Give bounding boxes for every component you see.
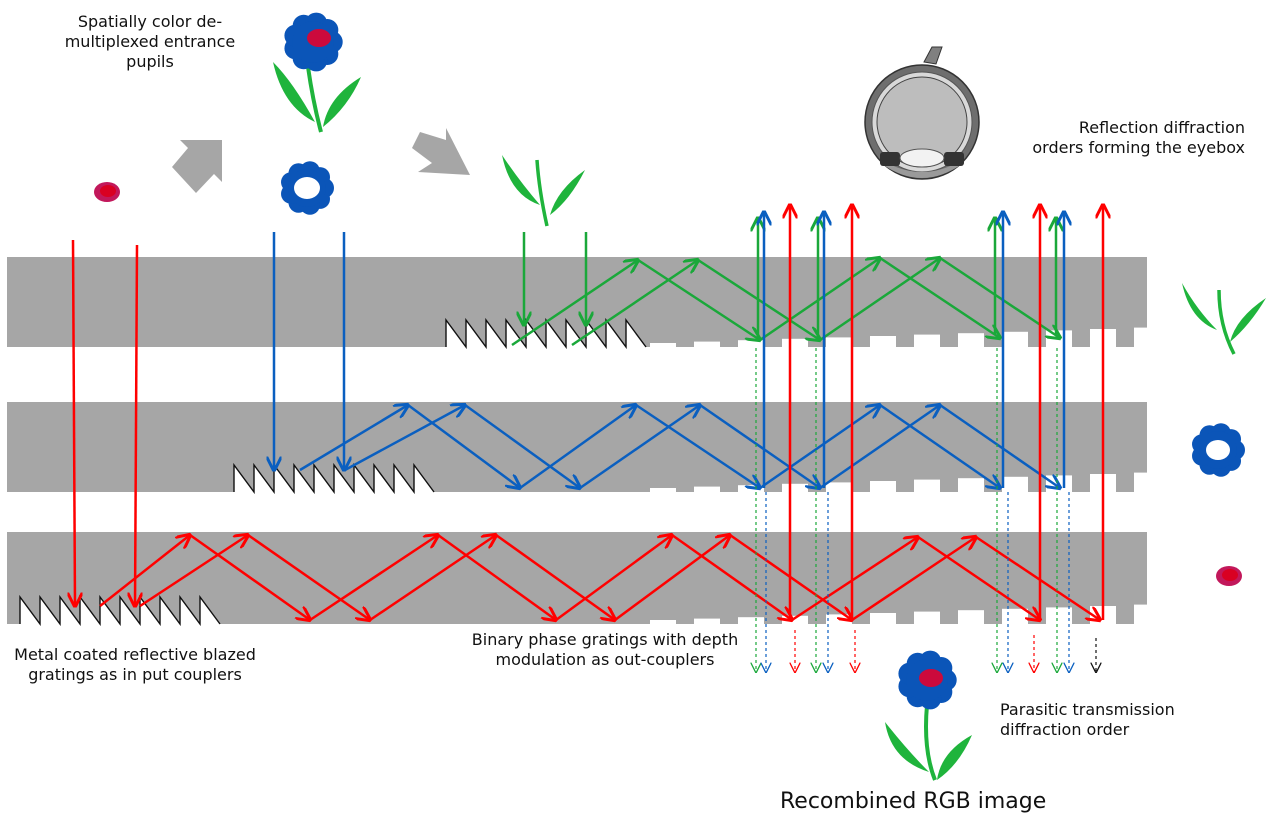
eyebox-label: Reflection diffraction orders forming th… — [1032, 118, 1245, 157]
grating-tooth — [694, 341, 720, 349]
guided-ray — [139, 535, 248, 608]
flower-rgb-icon — [885, 650, 972, 781]
leaves-green-icon — [1182, 283, 1266, 355]
gray-arrow-icon — [412, 128, 470, 175]
parasitic-label: Parasitic transmission diffraction order — [1000, 700, 1175, 739]
guided-ray — [189, 533, 310, 620]
guided-ray — [369, 535, 496, 622]
incident-ray-red — [73, 239, 75, 606]
guided-ray — [699, 403, 820, 488]
blazed-grating — [19, 594, 221, 627]
grating-tooth — [914, 479, 940, 494]
grating-tooth — [1134, 472, 1160, 494]
grating-tooth — [694, 618, 720, 626]
guided-ray — [571, 260, 698, 347]
flower-rgb-icon — [273, 12, 361, 133]
recombined-label: Recombined RGB image — [780, 789, 1047, 814]
grating-tooth — [826, 482, 852, 494]
grating-tooth — [826, 337, 852, 349]
guided-ray — [759, 405, 880, 490]
incident-ray-red — [135, 244, 137, 606]
grating-tooth — [694, 486, 720, 494]
guided-ray — [614, 535, 730, 622]
light-rays — [73, 205, 1103, 672]
flower-blue-petals-icon — [1192, 423, 1245, 477]
guided-ray — [635, 403, 760, 488]
guided-ray — [555, 535, 672, 622]
guided-ray — [879, 256, 1000, 338]
guided-ray — [975, 535, 1100, 620]
grating-base — [444, 347, 650, 353]
guided-ray — [511, 260, 638, 347]
grating-tooth — [1002, 331, 1028, 349]
grating-tooth — [958, 333, 984, 349]
flower-red-center-icon — [1216, 566, 1242, 586]
grating-tooth — [1046, 330, 1072, 349]
grating-tooth — [650, 488, 676, 494]
flower-red-center-icon — [94, 182, 120, 202]
guided-ray — [464, 403, 580, 488]
entrance-pupils-label: Spatially color de- multiplexed entrance… — [64, 12, 236, 71]
grating-tooth — [958, 610, 984, 626]
grating-tooth — [782, 338, 808, 349]
guided-ray — [671, 533, 792, 620]
grating-tooth — [1002, 608, 1028, 626]
blazed-grating — [233, 462, 435, 495]
grating-tooth — [650, 343, 676, 349]
out-couplers-label: Binary phase gratings with depth modulat… — [471, 630, 739, 669]
guided-ray — [299, 405, 408, 472]
guided-ray — [791, 537, 918, 622]
grating-tooth — [650, 620, 676, 626]
leaves-green-icon — [502, 155, 585, 227]
guided-ray — [819, 405, 940, 490]
guided-ray — [519, 405, 636, 490]
guided-ray — [917, 535, 1040, 620]
guided-ray — [247, 533, 370, 620]
guided-ray — [437, 533, 556, 620]
grating-tooth — [914, 611, 940, 626]
grating-tooth — [914, 334, 940, 349]
blazed-grating — [445, 317, 647, 350]
eye-icon — [864, 46, 980, 180]
grating-base — [232, 492, 438, 498]
grating-tooth — [738, 340, 764, 349]
guided-ray — [495, 533, 615, 620]
grating-tooth — [870, 613, 896, 626]
guided-ray — [579, 405, 700, 490]
grating-tooth — [1046, 607, 1072, 626]
red-waveguide — [7, 532, 1147, 624]
grating-base — [18, 624, 224, 630]
grating-tooth — [1134, 604, 1160, 626]
blazed-input-gratings — [18, 317, 650, 630]
guided-ray — [759, 258, 880, 342]
guided-ray — [99, 535, 190, 607]
guided-ray — [851, 537, 976, 622]
guided-ray — [637, 258, 760, 340]
input-couplers-label: Metal coated reflective blazed gratings … — [14, 645, 256, 684]
grating-tooth — [870, 481, 896, 494]
grating-tooth — [958, 478, 984, 494]
grating-tooth — [1046, 475, 1072, 494]
grating-tooth — [1134, 327, 1160, 349]
guided-ray — [344, 405, 465, 472]
grating-tooth — [870, 336, 896, 349]
guided-ray — [407, 403, 520, 488]
guided-ray — [309, 535, 438, 622]
flower-blue-petals-icon — [281, 161, 334, 215]
guided-ray — [879, 403, 1000, 488]
grating-tooth — [738, 617, 764, 626]
grating-tooth — [1002, 476, 1028, 494]
guided-ray — [819, 258, 940, 342]
gray-arrow-icon — [172, 140, 222, 193]
grating-tooth — [782, 483, 808, 494]
